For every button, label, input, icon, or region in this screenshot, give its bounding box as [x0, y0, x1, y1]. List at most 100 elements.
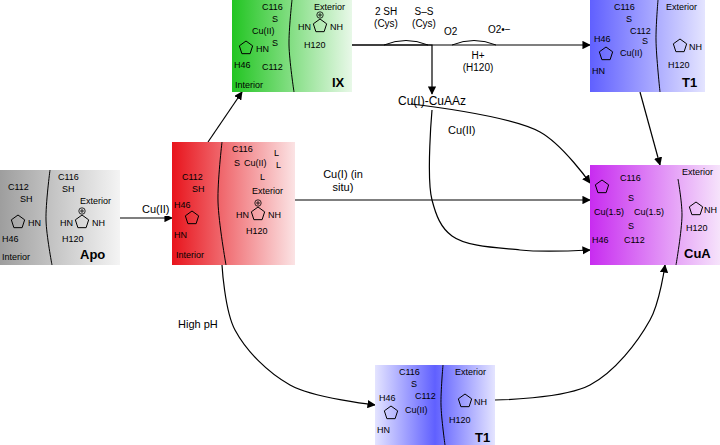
- protein-backbone: [441, 365, 445, 445]
- charge-symbol: [255, 200, 261, 206]
- residue-label: HN: [236, 210, 249, 220]
- residue-label: SH: [62, 184, 75, 194]
- reaction-arc: [452, 41, 496, 46]
- residue-label: NH: [474, 397, 487, 407]
- state-name: IX: [332, 76, 344, 90]
- species-label: Cu(I)-CuAAz: [398, 94, 411, 110]
- residue-label: H46: [379, 393, 396, 403]
- residue-label: Exterior: [80, 196, 111, 206]
- residue-label: L: [276, 160, 281, 170]
- residue-label: C112: [8, 182, 29, 192]
- arrow-label: High pH: [176, 318, 220, 331]
- residue-label: NH: [92, 218, 105, 228]
- reaction-arrow: [640, 92, 660, 165]
- residue-label: HN: [256, 44, 269, 54]
- state-box: ApoInteriorExteriorC116SHC112SHH46H120HN…: [0, 170, 120, 265]
- residue-label: HN: [298, 22, 311, 32]
- protein-backbone: [289, 0, 294, 92]
- protein-backbone: [676, 179, 682, 265]
- imidazole-ring: [458, 394, 471, 407]
- residue-label: Cu(1.5): [634, 207, 664, 217]
- residue-label: Interior: [235, 80, 263, 90]
- state-box: IXInteriorExteriorC116SC112SCu(II)H46H12…: [232, 0, 352, 92]
- reagent-label: O2•−: [488, 24, 511, 36]
- residue-label: H120: [246, 226, 268, 236]
- residue-label: H46: [2, 234, 19, 244]
- residue-label: Cu(II): [620, 48, 643, 58]
- imidazole-ring: [185, 211, 198, 224]
- residue-label: Exterior: [252, 186, 283, 196]
- imidazole-ring: [599, 47, 612, 60]
- residue-label: Exterior: [682, 167, 713, 177]
- residue-label: NH: [689, 42, 702, 52]
- residue-label: NH: [704, 205, 717, 215]
- reaction-arrow: [120, 217, 172, 218]
- reagent-label: 2 SH (Cys): [370, 6, 402, 30]
- residue-label: C116: [399, 367, 420, 377]
- state-box: T1ExteriorC116SC112SCu(II)H46H120HNNH: [590, 0, 705, 92]
- residue-label: Exterior: [314, 2, 345, 12]
- residue-label: Cu(1.5): [594, 207, 624, 217]
- residue-label: C116: [620, 173, 641, 183]
- imidazole-ring: [313, 19, 326, 32]
- residue-label: Cu(II): [244, 158, 267, 168]
- reaction-arrow: [295, 199, 590, 200]
- residue-label: S: [272, 38, 278, 48]
- residue-label: L: [260, 172, 265, 182]
- reaction-arrow: [352, 45, 432, 94]
- residue-label: Cu(II): [405, 405, 428, 415]
- state-box: CuAExteriorC116SSCu(1.5)Cu(1.5)C112H46H1…: [590, 165, 720, 265]
- residue-label: HN: [60, 218, 73, 228]
- residue-label: C116: [614, 2, 635, 12]
- state-box: InteriorExteriorC116SCu(II)LLLC112SHH46H…: [172, 142, 295, 265]
- imidazole-ring: [673, 39, 686, 52]
- residue-label: H120: [304, 40, 326, 50]
- residue-label: NH: [330, 22, 343, 32]
- state-box: T1ExteriorC116SC112Cu(II)H46H120HNNH: [375, 365, 495, 445]
- imidazole-ring: [75, 215, 88, 228]
- residue-label: H120: [686, 223, 708, 233]
- residue-label: SH: [192, 184, 205, 194]
- residue-label: Cu(II): [252, 26, 275, 36]
- residue-label: H46: [592, 235, 609, 245]
- residue-label: SH: [20, 194, 33, 204]
- arrow-label: Cu(I) (in situ): [318, 168, 368, 194]
- residue-label: S: [628, 193, 634, 203]
- state-name: Apo: [80, 248, 105, 262]
- state-name: Cu(I)-CuAAz: [398, 94, 411, 108]
- residue-label: Exterior: [666, 2, 697, 12]
- residue-label: C112: [262, 62, 283, 72]
- residue-label: H46: [234, 60, 251, 70]
- state-name: CuA: [684, 247, 711, 261]
- residue-label: HN: [592, 66, 605, 76]
- residue-label: H120: [668, 60, 690, 70]
- imidazole-ring: [689, 202, 702, 215]
- reaction-arrow: [495, 265, 665, 400]
- reaction-arrow: [411, 104, 590, 183]
- residue-label: HN: [28, 218, 41, 228]
- residue-label: S: [411, 379, 417, 389]
- reaction-arc: [384, 41, 428, 46]
- residue-label: C112: [630, 26, 651, 36]
- arrow-label: Cu(II): [140, 203, 172, 216]
- residue-label: C116: [232, 144, 253, 154]
- residue-label: H46: [174, 200, 191, 210]
- state-name: T1: [682, 76, 697, 90]
- reaction-arrow: [429, 110, 590, 251]
- charge-symbol: [79, 208, 85, 214]
- protein-backbone: [656, 0, 660, 92]
- reaction-arrow: [222, 265, 375, 405]
- residue-label: H46: [594, 34, 611, 44]
- residue-label: HN: [174, 230, 187, 240]
- residue-label: H120: [62, 234, 84, 244]
- residue-label: S: [626, 14, 632, 24]
- residue-label: Interior: [2, 252, 30, 262]
- reagent-label: O2: [444, 26, 457, 38]
- residue-label: Interior: [176, 250, 204, 260]
- state-name: T1: [475, 431, 490, 445]
- imidazole-ring: [239, 41, 252, 54]
- residue-label: C116: [262, 2, 283, 12]
- reagent-label: S–S (Cys): [408, 6, 440, 30]
- imidazole-ring: [384, 406, 397, 419]
- residue-label: S: [642, 36, 648, 46]
